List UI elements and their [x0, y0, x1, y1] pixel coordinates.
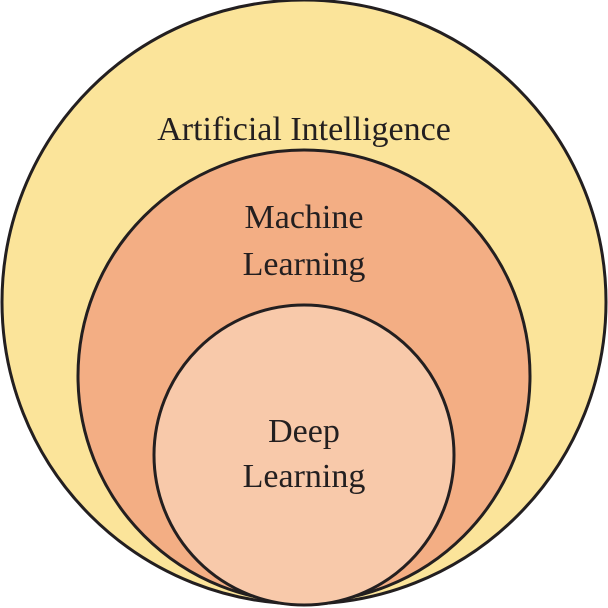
deep-learning-circle: [152, 303, 456, 607]
deep-learning-label-line1: Deep: [268, 413, 340, 450]
artificial-intelligence-label: Artificial Intelligence: [157, 111, 451, 148]
machine-learning-label-line1: Machine: [245, 199, 364, 236]
deep-learning-label-line2: Learning: [243, 458, 366, 495]
machine-learning-label-line2: Learning: [243, 246, 366, 283]
